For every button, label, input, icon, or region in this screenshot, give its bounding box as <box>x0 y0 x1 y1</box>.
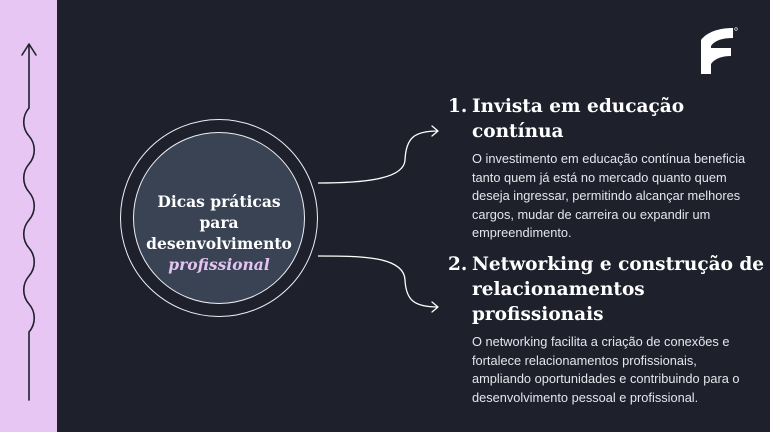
tip-1-body: O investimento em educação contínua bene… <box>472 151 746 240</box>
arrowhead-1 <box>431 125 439 137</box>
tip-2-number: 2. <box>448 254 468 275</box>
tip-1-title: 1. Invista em educação contínua <box>448 94 770 144</box>
connector-arrow-1 <box>317 130 439 184</box>
arrowhead-2 <box>431 301 439 313</box>
wavy-arrow-up-icon <box>21 43 37 401</box>
connector-arrow-2 <box>317 255 439 308</box>
tip-2-title: 2. Networking e construção de relacionam… <box>448 252 770 327</box>
central-circle <box>133 132 305 304</box>
tip-1-number: 1. <box>448 96 468 117</box>
tip-1: 1. Invista em educação contínua O invest… <box>448 94 770 243</box>
central-title-accent: profissional <box>168 255 270 274</box>
central-title-line1: Dicas práticas para <box>157 192 281 232</box>
central-title-line2: desenvolvimento <box>146 234 292 253</box>
brand-logo-icon <box>701 27 738 74</box>
central-title: Dicas práticas para desenvolvimento prof… <box>140 191 298 275</box>
left-decorative-strip <box>0 0 57 432</box>
central-circle-ring <box>120 119 318 317</box>
tip-1-heading: Invista em educação contínua <box>472 96 685 142</box>
tip-2: 2. Networking e construção de relacionam… <box>448 252 770 407</box>
tip-2-heading: Networking e construção de relacionament… <box>472 254 765 325</box>
tip-2-body: O networking facilita a criação de conex… <box>472 334 740 405</box>
